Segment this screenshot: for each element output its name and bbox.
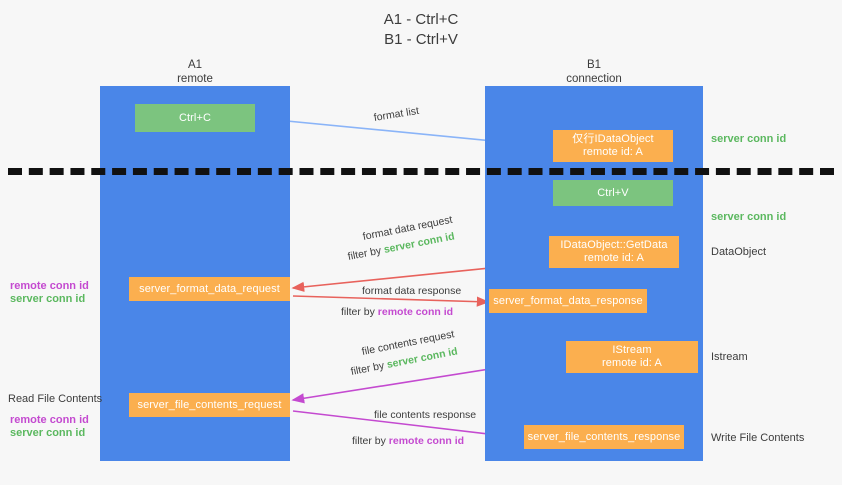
title-line-1: A1 - Ctrl+C: [383, 11, 459, 28]
annotation-left-read-file-contents: Read File Contents: [8, 393, 103, 405]
lane-a1-name: A1: [187, 59, 203, 71]
node-getdata-line1: IDataObject::GetData: [560, 239, 668, 251]
annotation-right-write-file-contents: Write File Contents: [711, 432, 805, 444]
lane-header-b1: B1 connection: [485, 58, 703, 86]
node-server-file-contents-response[interactable]: server_file_contents_response: [524, 425, 684, 449]
lane-a1-sub: remote: [177, 73, 213, 85]
filter-prefix: filter by: [352, 435, 389, 447]
node-idataobject-line2: remote id: A: [583, 146, 643, 158]
node-ctrl-v-label: Ctrl+V: [597, 186, 629, 199]
node-idataobject[interactable]: 仅行IDataObject remote id: A: [553, 130, 673, 162]
annotation-right-server-conn-id-top: server conn id: [711, 133, 787, 145]
lane-header-a1: A1 remote: [100, 58, 290, 86]
annotation-left-server-conn-id-2: server conn id: [10, 427, 86, 439]
annotation-left-server-conn-id-1: server conn id: [10, 293, 86, 305]
filter-value-remote-conn-id: remote conn id: [388, 435, 465, 447]
filter-value-remote-conn-id: remote conn id: [377, 306, 454, 318]
phase-divider: [8, 168, 834, 175]
edge-label-file-contents-response-filter: filter by remote conn id: [352, 435, 464, 448]
edge-format-data-response-text: format data response: [362, 285, 462, 297]
node-server-file-contents-request[interactable]: server_file_contents_request: [129, 393, 290, 417]
node-ctrl-v[interactable]: Ctrl+V: [553, 180, 673, 206]
node-idataobject-line1: 仅行IDataObject: [572, 133, 654, 145]
lane-b1-name: B1: [586, 59, 602, 71]
node-server-format-data-request[interactable]: server_format_data_request: [129, 277, 290, 301]
title-line-2: B1 - Ctrl+V: [384, 31, 458, 48]
node-istream-line2: remote id: A: [602, 357, 662, 369]
annotation-left-remote-conn-id-2: remote conn id: [10, 414, 89, 426]
annotation-right-istream: Istream: [711, 351, 748, 363]
node-server-file-contents-request-label: server_file_contents_request: [137, 398, 282, 411]
edge-file-contents-response-text: file contents response: [374, 409, 477, 421]
lane-b1-sub: connection: [566, 73, 622, 85]
node-server-format-data-request-label: server_format_data_request: [139, 282, 280, 295]
filter-prefix: filter by: [341, 306, 378, 318]
annotation-right-server-conn-id-mid: server conn id: [711, 211, 787, 223]
node-server-format-data-response-label: server_format_data_response: [493, 294, 643, 307]
edge-label-format-data-response: format data response: [362, 285, 461, 298]
node-server-format-data-response[interactable]: server_format_data_response: [489, 289, 647, 313]
page-title: A1 - Ctrl+C B1 - Ctrl+V: [0, 10, 842, 50]
node-server-file-contents-response-label: server_file_contents_response: [527, 430, 681, 443]
annotation-left-remote-conn-id-1: remote conn id: [10, 280, 89, 292]
annotation-right-dataobject: DataObject: [711, 246, 767, 258]
node-istream-line1: IStream: [612, 344, 652, 356]
node-ctrl-c-label: Ctrl+C: [178, 111, 212, 124]
node-ctrl-c[interactable]: Ctrl+C: [135, 104, 255, 132]
node-idataobject-getdata[interactable]: IDataObject::GetData remote id: A: [549, 236, 679, 268]
node-getdata-line2: remote id: A: [584, 252, 644, 264]
edge-label-format-data-response-filter: filter by remote conn id: [341, 306, 453, 319]
edge-label-file-contents-response: file contents response: [374, 409, 476, 422]
node-istream[interactable]: IStream remote id: A: [566, 341, 698, 373]
